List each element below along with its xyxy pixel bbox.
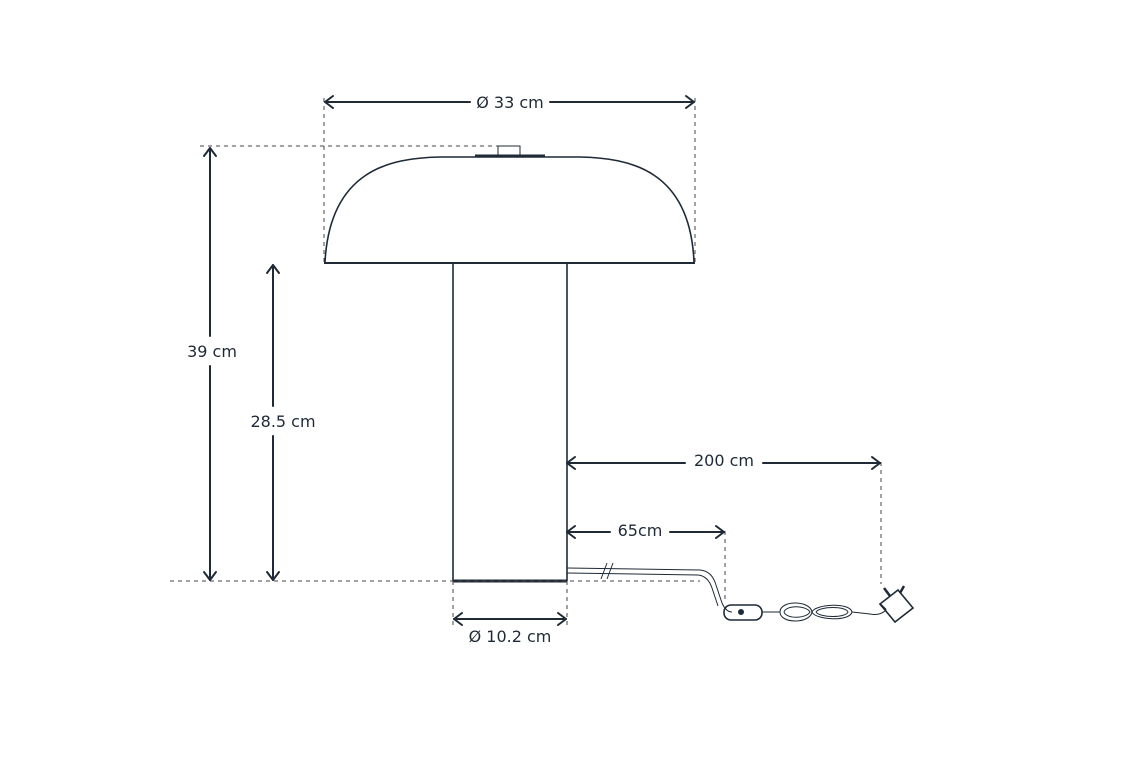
dimension-total-height: 39 cm (187, 147, 237, 581)
plug-icon (878, 585, 915, 624)
cable-break-mark-2 (606, 562, 614, 580)
cable-to-plug (851, 609, 887, 615)
label-stem-height: 28.5 cm (250, 412, 315, 431)
lamp-drawing (324, 145, 915, 624)
dimension-cable-total: 200 cm (566, 451, 881, 470)
lamp-cable-inner (566, 572, 719, 607)
cable-coil (762, 602, 853, 622)
lamp-cable (566, 567, 733, 613)
label-total-height: 39 cm (187, 342, 237, 361)
cable-switch-button (738, 609, 744, 615)
dimension-shade-diameter: Ø 33 cm (324, 93, 695, 112)
label-cable-total: 200 cm (694, 451, 754, 470)
label-base-diameter: Ø 10.2 cm (469, 627, 552, 646)
dimension-stem-height: 28.5 cm (250, 264, 316, 581)
dimension-base-diameter: Ø 10.2 cm (453, 612, 567, 646)
label-cable-to-switch: 65cm (618, 521, 663, 540)
label-shade-diameter: Ø 33 cm (476, 93, 544, 112)
guide-lines (170, 98, 882, 625)
dimension-cable-to-switch: 65cm (566, 521, 725, 540)
cable-coil-inner (783, 606, 849, 618)
cable-break-mark-1 (600, 562, 608, 580)
lamp-shade (324, 156, 695, 263)
